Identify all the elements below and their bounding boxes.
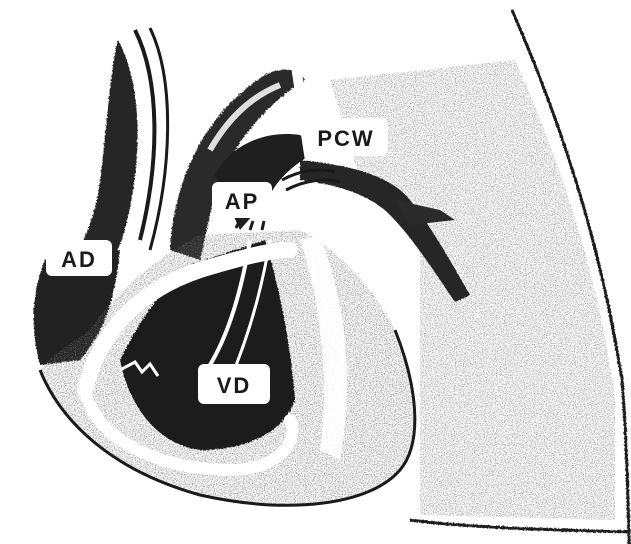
catheter-line-left-outer [135,30,154,240]
label-ad: AD [61,247,97,272]
lung-field-lower-edge [410,520,630,532]
label-pcw: PCW [317,126,374,151]
label-ap: AP [225,189,260,214]
label-vd: VD [217,373,252,398]
